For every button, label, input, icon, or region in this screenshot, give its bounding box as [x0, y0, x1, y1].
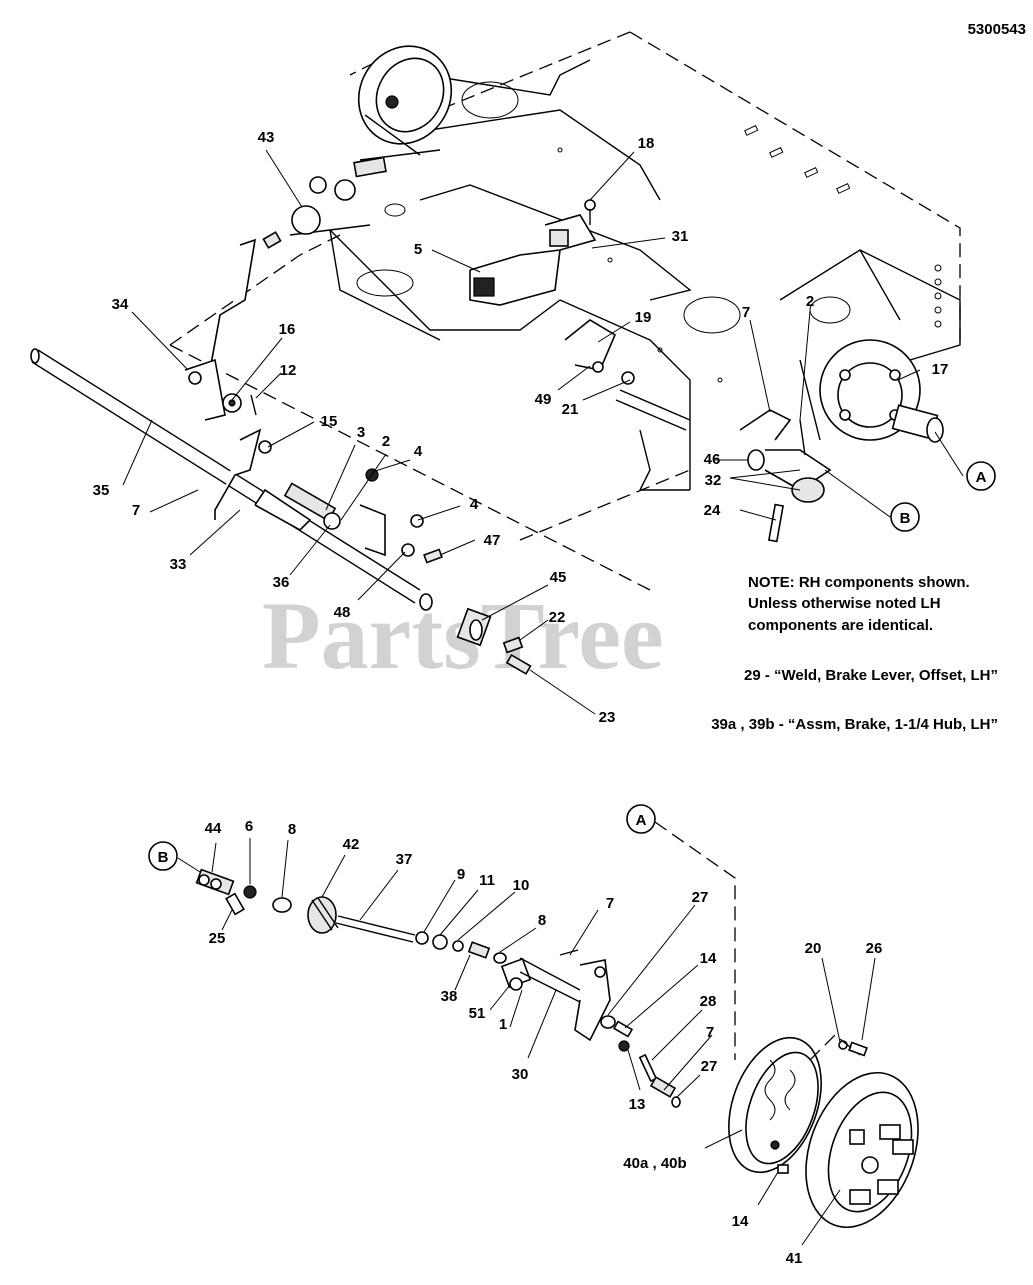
- part-label-p7b[interactable]: 7: [132, 502, 140, 519]
- part-label-p6[interactable]: 6: [245, 818, 253, 835]
- part-label-p30[interactable]: 30: [512, 1066, 529, 1083]
- wheel-motor-top: [357, 45, 453, 161]
- bracket-33: [214, 428, 443, 564]
- part-label-p32[interactable]: 32: [705, 472, 722, 489]
- notes-block: NOTE: RH components shown. Unless otherw…: [711, 574, 998, 733]
- part-label-p15[interactable]: 15: [321, 413, 338, 430]
- part-label-p37[interactable]: 37: [396, 851, 413, 868]
- part-label-p51[interactable]: 51: [469, 1005, 486, 1022]
- part-label-p36[interactable]: 36: [273, 574, 290, 591]
- bolt-20-26: [838, 1040, 868, 1057]
- part-label-p20[interactable]: 20: [805, 940, 822, 957]
- note-lh-39: 39a , 39b - “Assm, Brake, 1-1/4 Hub, LH”: [711, 716, 998, 733]
- diagram-id: 5300543: [968, 21, 1026, 38]
- part-label-p4b[interactable]: 4: [470, 496, 479, 513]
- part-label-p7a[interactable]: 7: [742, 304, 750, 321]
- part-label-p21[interactable]: 21: [562, 401, 579, 418]
- callout-a-upper[interactable]: A: [966, 461, 996, 491]
- part-label-p27a[interactable]: 27: [692, 889, 709, 906]
- svg-text:A: A: [976, 469, 987, 486]
- part-label-p3[interactable]: 3: [357, 424, 365, 441]
- part-label-p47[interactable]: 47: [484, 532, 501, 549]
- part-label-p48[interactable]: 48: [334, 604, 351, 621]
- part-label-p12[interactable]: 12: [280, 362, 297, 379]
- part-label-p1[interactable]: 1: [499, 1016, 507, 1033]
- part-label-p13[interactable]: 13: [629, 1096, 646, 1113]
- frame-plate: [169, 31, 961, 591]
- svg-text:A: A: [636, 812, 647, 829]
- park-lever-34: [184, 231, 282, 421]
- part-label-p35[interactable]: 35: [93, 482, 110, 499]
- brake-linkage-lower: [195, 868, 681, 1108]
- rod-35: [30, 348, 433, 611]
- callout-b-upper[interactable]: B: [890, 502, 920, 532]
- leader-lines-lower: [177, 821, 876, 1246]
- svg-text:B: B: [158, 849, 169, 866]
- callout-a-lower[interactable]: A: [626, 804, 656, 834]
- center-bracket: [469, 199, 691, 431]
- part-label-p38[interactable]: 38: [441, 988, 458, 1005]
- part-label-p4a[interactable]: 4: [414, 443, 423, 460]
- svg-text:B: B: [900, 510, 911, 527]
- part-label-p46[interactable]: 46: [704, 451, 721, 468]
- part-label-p7c[interactable]: 7: [606, 895, 614, 912]
- part-label-p22[interactable]: 22: [549, 609, 566, 626]
- frame-slots: [557, 124, 942, 383]
- part-label-p9[interactable]: 9: [457, 866, 465, 883]
- part-label-p14b[interactable]: 14: [732, 1213, 749, 1230]
- part-43-ball: [291, 205, 321, 235]
- part-label-p18[interactable]: 18: [638, 135, 655, 152]
- part-label-p28[interactable]: 28: [700, 993, 717, 1010]
- part-label-p41[interactable]: 41: [786, 1250, 803, 1267]
- part-label-p16[interactable]: 16: [279, 321, 296, 338]
- part-label-p27b[interactable]: 27: [701, 1058, 718, 1075]
- brake-shoe-assembly: [728, 1036, 822, 1174]
- brake-spring-upper: [289, 156, 387, 236]
- part-label-p19[interactable]: 19: [635, 309, 652, 326]
- collar-45: [456, 607, 532, 675]
- part-label-p43[interactable]: 43: [258, 129, 275, 146]
- note-line-2: Unless otherwise noted LH: [748, 595, 941, 612]
- part-label-p40[interactable]: 40a , 40b: [623, 1155, 686, 1172]
- transaxle-17: [799, 339, 944, 443]
- part-label-p2b[interactable]: 2: [382, 433, 390, 450]
- part-label-p17[interactable]: 17: [932, 361, 949, 378]
- note-line-3: components are identical.: [748, 617, 933, 634]
- part-label-p26[interactable]: 26: [866, 940, 883, 957]
- part-label-p23[interactable]: 23: [599, 709, 616, 726]
- part-label-p42[interactable]: 42: [343, 836, 360, 853]
- part-label-p24[interactable]: 24: [704, 502, 721, 519]
- part-label-p25[interactable]: 25: [209, 930, 226, 947]
- part-label-p45[interactable]: 45: [550, 569, 567, 586]
- part-label-p8a[interactable]: 8: [288, 821, 296, 838]
- note-line-1: NOTE: RH components shown.: [748, 574, 970, 591]
- part-label-p33[interactable]: 33: [170, 556, 187, 573]
- hub-drum-41: [805, 1071, 919, 1229]
- callout-b-lower[interactable]: B: [148, 841, 178, 871]
- part-label-p2a[interactable]: 2: [806, 293, 814, 310]
- part-label-p34[interactable]: 34: [112, 296, 129, 313]
- part-label-p10[interactable]: 10: [513, 877, 530, 894]
- part-label-p44[interactable]: 44: [205, 820, 222, 837]
- part-label-p49[interactable]: 49: [535, 391, 552, 408]
- part-label-p11[interactable]: 11: [479, 872, 495, 889]
- part-label-p14a[interactable]: 14: [700, 950, 717, 967]
- leader-lines-upper: [122, 149, 964, 715]
- note-lh-29: 29 - “Weld, Brake Lever, Offset, LH”: [744, 667, 998, 684]
- part-label-p31[interactable]: 31: [672, 228, 689, 245]
- part-label-p7d[interactable]: 7: [706, 1024, 714, 1041]
- part-label-p5[interactable]: 5: [414, 241, 422, 258]
- part-label-p8b[interactable]: 8: [538, 912, 546, 929]
